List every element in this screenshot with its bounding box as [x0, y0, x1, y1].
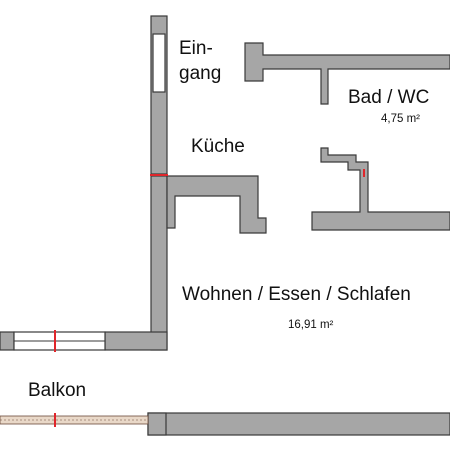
room-labels: Ein- gang Bad / WC 4,75 m² Küche Wohnen …	[28, 38, 429, 401]
label-living: Wohnen / Essen / Schlafen	[182, 284, 411, 305]
walls	[0, 15, 450, 436]
door-markers	[54, 169, 365, 427]
wall-balcony-bottom	[147, 412, 450, 436]
label-bath: Bad / WC	[348, 87, 429, 108]
wall-bath-lower	[311, 147, 450, 231]
label-entrance-line2: gang	[179, 63, 221, 84]
label-kitchen: Küche	[191, 136, 245, 157]
wall-top	[244, 42, 450, 105]
entrance-window	[152, 33, 166, 93]
label-entrance-line1: Ein-	[179, 38, 213, 59]
label-bath-area: 4,75 m²	[381, 113, 420, 125]
wall-left-vertical-lower	[150, 175, 168, 351]
wall-bottom-left	[104, 331, 168, 351]
wall-kitchen	[166, 175, 267, 234]
wall-balcony-post	[147, 412, 167, 436]
label-balcony: Balkon	[28, 380, 86, 401]
label-living-area: 16,91 m²	[288, 319, 334, 331]
wall-bottom-left-edge	[0, 331, 15, 351]
